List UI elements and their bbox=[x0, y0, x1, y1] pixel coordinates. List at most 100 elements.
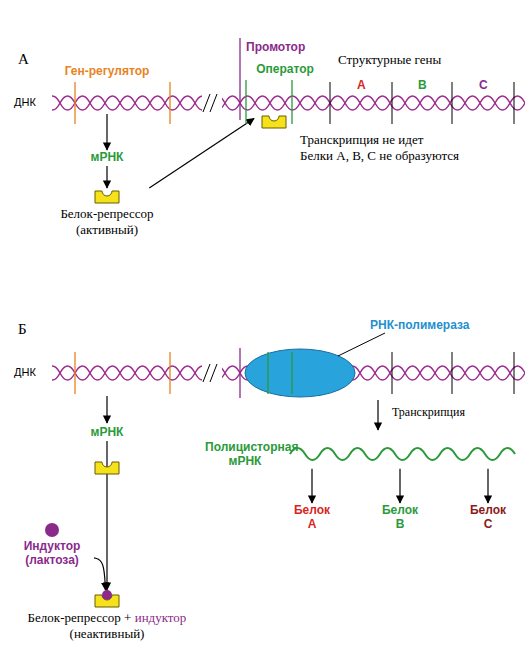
text-word: A bbox=[357, 78, 366, 92]
node-text: Белок C bbox=[466, 503, 510, 532]
node-text: Оператор bbox=[254, 62, 316, 76]
diagram-node: Белок A bbox=[290, 503, 334, 537]
gene-boundary bbox=[169, 352, 170, 394]
connector-arrow bbox=[311, 469, 312, 503]
diagram-node: Полицисторная мРНК bbox=[205, 440, 525, 469]
gene-boundary bbox=[330, 82, 331, 124]
diagram-node: мРНК bbox=[82, 425, 132, 441]
gene-boundary bbox=[392, 352, 393, 394]
diagram-node: Оператор bbox=[254, 62, 316, 134]
gene-boundary bbox=[169, 82, 170, 124]
text-word: + bbox=[124, 610, 131, 625]
diagram-node: мРНК bbox=[82, 150, 132, 166]
text-word: ДНК bbox=[14, 96, 36, 108]
node-text: Индуктор (лактоза) bbox=[10, 539, 94, 568]
text-label: B bbox=[418, 78, 427, 92]
node-text: Белок-репрессор (активный) bbox=[42, 206, 172, 237]
gene-boundary bbox=[74, 82, 75, 124]
text-word: Белок-репрессор bbox=[60, 206, 153, 221]
text-word: C bbox=[484, 517, 493, 531]
text-word: (неактивный) bbox=[70, 626, 145, 641]
text-label: А bbox=[18, 50, 29, 68]
break-mark bbox=[210, 94, 217, 112]
node-text: Белок B bbox=[378, 503, 422, 532]
text-word: В, bbox=[352, 148, 364, 163]
text-word: Ген-регулятор bbox=[65, 64, 150, 78]
text-word: B bbox=[418, 78, 427, 92]
text-word: Транскрипция bbox=[300, 132, 379, 147]
text-label: Транскрипция не идет Белки А, В, С не об… bbox=[300, 132, 459, 163]
operator-boundary bbox=[291, 80, 292, 124]
text-word: мРНК bbox=[229, 454, 262, 468]
text-word: С bbox=[367, 148, 376, 163]
text-label: A bbox=[357, 78, 366, 92]
text-word: не bbox=[379, 148, 392, 163]
diagram-node: Белок C bbox=[466, 503, 510, 537]
promoter-line bbox=[239, 348, 240, 398]
inducer-molecule bbox=[102, 590, 112, 600]
gene-boundary bbox=[452, 352, 453, 394]
text-word: (активный) bbox=[76, 222, 138, 237]
repressor-protein bbox=[95, 462, 119, 474]
gene-boundary bbox=[514, 352, 515, 394]
gene-boundary bbox=[74, 352, 75, 394]
operator-boundary bbox=[267, 352, 268, 394]
text-word: Белок bbox=[382, 503, 418, 517]
text-word: ДНК bbox=[14, 366, 36, 378]
text-label: РНК-полимераза bbox=[370, 318, 469, 332]
text-word: Индуктор bbox=[24, 539, 81, 553]
dna-helix bbox=[52, 93, 202, 113]
text-word: гены bbox=[415, 52, 442, 67]
connector-arrow bbox=[106, 166, 107, 188]
node-text: Белок A bbox=[290, 503, 334, 532]
break-mark bbox=[203, 364, 210, 382]
text-word: мРНК bbox=[91, 150, 124, 164]
gene-boundary bbox=[392, 82, 393, 124]
text-word: (лактоза) bbox=[25, 553, 79, 567]
gene-boundary bbox=[514, 82, 515, 124]
text-word: Б bbox=[18, 321, 27, 337]
connector-arrow bbox=[94, 558, 105, 590]
repressor-protein bbox=[95, 191, 119, 203]
mrna-strand bbox=[290, 448, 515, 460]
transcription-arrow bbox=[377, 400, 378, 430]
connector-arrow bbox=[399, 469, 400, 503]
break-mark bbox=[203, 94, 210, 112]
text-word: Белки bbox=[300, 148, 333, 163]
diagram-node: Белок-репрессор (активный) bbox=[42, 188, 172, 244]
text-word: Транскрипция bbox=[392, 405, 465, 419]
text-word: идет bbox=[398, 132, 423, 147]
node-text: Белок-репрессор + индуктор (неактивный) bbox=[12, 610, 202, 641]
text-label: Б bbox=[18, 320, 27, 338]
diagram-node: Ген-регулятор bbox=[47, 64, 167, 114]
inducer-molecule bbox=[45, 523, 59, 537]
repressor-protein bbox=[262, 116, 286, 128]
text-word: Полицисторная bbox=[205, 440, 298, 454]
connector-arrow bbox=[149, 119, 254, 188]
break-mark bbox=[210, 364, 217, 382]
connector-arrow bbox=[487, 469, 488, 503]
gene-boundary bbox=[452, 82, 453, 124]
text-label: ДНК bbox=[14, 366, 36, 379]
text-label: Структурные гены bbox=[338, 52, 441, 68]
text-word: образуются bbox=[395, 148, 459, 163]
text-word: А, bbox=[336, 148, 349, 163]
text-word: C bbox=[479, 78, 488, 92]
node-text: Ген-регулятор bbox=[47, 64, 167, 78]
text-word: Промотор bbox=[246, 40, 305, 54]
text-word: Белок-репрессор bbox=[28, 610, 121, 625]
node-text: мРНК bbox=[82, 425, 132, 439]
text-label: C bbox=[479, 78, 488, 92]
text-word: Белок bbox=[470, 503, 506, 517]
dna-helix bbox=[222, 93, 525, 113]
text-label: ДНК bbox=[14, 96, 36, 109]
text-word: A bbox=[308, 517, 317, 531]
text-word: Структурные bbox=[338, 52, 411, 67]
text-word: Белок bbox=[294, 503, 330, 517]
node-text: Полицисторная мРНК bbox=[205, 440, 285, 469]
dna-helix bbox=[222, 363, 525, 383]
node-text: мРНК bbox=[82, 150, 132, 164]
text-label: Промотор bbox=[246, 40, 305, 54]
rna-polymerase bbox=[245, 349, 355, 397]
text-word: Оператор bbox=[256, 62, 314, 76]
